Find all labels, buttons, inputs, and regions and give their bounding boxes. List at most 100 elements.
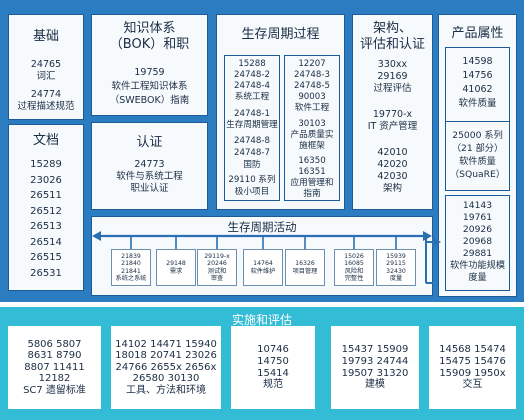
- standard-line: 生存周期管理: [226, 120, 278, 130]
- standard-line: 29110 系列: [228, 175, 276, 185]
- standard-line: 15288: [238, 59, 266, 69]
- implementation-line: 14568 15474: [439, 344, 506, 356]
- implementation-line: 15909 1950x: [439, 367, 506, 379]
- standard-line: 26514: [30, 236, 62, 248]
- lifecycle-activity-line: 21841: [121, 267, 141, 275]
- lifecycle-activity-line: 14764: [253, 260, 273, 268]
- lifecycle-connector-arrows: [92, 231, 441, 284]
- standard-line: 15289: [30, 159, 62, 170]
- implementation-line: 14102 14471 15940: [115, 338, 217, 350]
- lifecycle-activity-line: 软件维护: [250, 267, 276, 275]
- standard-line: 24748-4: [234, 81, 270, 91]
- implementation-line: 14750: [257, 355, 289, 367]
- certification-title: 认证: [136, 135, 163, 150]
- standard-line: 19759: [134, 67, 165, 78]
- standard-line: 24748-2: [234, 70, 270, 80]
- standard-line: 职业认证: [130, 183, 169, 194]
- lifecycle-activity-line: 度量: [389, 274, 403, 282]
- lifecycle-processes-title: 生存周期过程: [241, 27, 320, 42]
- lifecycle-activity-line: 审查: [210, 274, 224, 282]
- implementation-line: 10746: [257, 344, 289, 356]
- standard-line: 20926: [462, 224, 493, 235]
- implementation-line: 规范: [263, 379, 283, 391]
- standard-line: 20968: [462, 236, 493, 247]
- standard-line: 330xx: [377, 59, 408, 70]
- implementation-line: 19793 24744: [341, 355, 409, 367]
- lifecycle-activity-line: 项目管理: [292, 267, 318, 275]
- implementation-line: 交互: [462, 379, 483, 391]
- standard-line: IT 资产管理: [367, 121, 418, 132]
- lifecycle-activity-line: 29148: [166, 260, 186, 268]
- standard-line: 词汇: [36, 71, 56, 82]
- standard-line: 系统工程: [234, 92, 270, 102]
- implementation-title: 实施和评估: [231, 313, 292, 327]
- bok-title: 知识体系 （BOK）和职: [109, 21, 190, 52]
- implementation-line: 24766 2655x 2656x: [115, 361, 217, 373]
- standard-line: 42010: [377, 147, 408, 158]
- standard-line: 软件工程知识体系: [111, 81, 188, 92]
- standard-line: （SQuaRE）: [449, 169, 506, 180]
- lifecycle-activity-line: 32430: [386, 267, 406, 275]
- standard-line: 24765: [30, 59, 62, 70]
- implementation-line: 15414: [257, 367, 289, 379]
- implementation-line: 19507 31320: [341, 367, 409, 379]
- product-attributes-title: 产品属性: [451, 26, 504, 41]
- standard-line: 架构: [382, 183, 402, 194]
- standard-line: 软件与系统工程: [116, 171, 183, 182]
- lifecycle-activity-line: 风险和: [344, 267, 364, 275]
- standard-line: 14143: [462, 200, 493, 211]
- implementation-line: 15475 15476: [439, 355, 506, 367]
- standard-line: 19761: [462, 212, 493, 223]
- implementation-line: 8807 11411: [24, 361, 85, 373]
- implementation-line: 建模: [365, 379, 385, 391]
- implementation-line: 12182: [38, 373, 71, 385]
- lifecycle-activity-line: 29115: [386, 260, 406, 268]
- standard-line: 过程评估: [373, 83, 412, 94]
- standard-line: 指南: [303, 189, 321, 199]
- standard-line: 软件功能规模: [449, 260, 506, 271]
- architecture-title: 架构、 评估和认证: [359, 21, 425, 52]
- lifecycle-activity-line: 15939: [386, 252, 406, 260]
- standard-line: 24748-8: [234, 136, 270, 146]
- standard-line: 30103: [298, 119, 326, 129]
- standard-line: 24774: [30, 89, 62, 100]
- lifecycle-activity-line: 16085: [344, 260, 364, 268]
- standard-line: 产品质量实: [290, 130, 334, 140]
- documentation-title: 文档: [32, 133, 59, 148]
- standard-line: 软件质量: [459, 156, 496, 167]
- standard-line: 90003: [298, 92, 326, 102]
- lifecycle-activity-line: 需求: [169, 267, 183, 275]
- standard-line: 25000 系列: [452, 130, 503, 141]
- standard-line: 应用管理和: [290, 178, 334, 188]
- standard-line: 26515: [30, 252, 62, 263]
- implementation-line: 15437 15909: [341, 344, 409, 356]
- standard-line: 12207: [298, 59, 326, 69]
- standard-line: 29881: [462, 248, 493, 259]
- implementation-line: 5806 5807: [27, 338, 82, 350]
- standard-line: 26511: [30, 190, 62, 201]
- implementation-line: SC7 遗留标准: [23, 384, 86, 396]
- standard-line: 42020: [377, 159, 408, 170]
- implementation-line: 18018 20741 23026: [115, 350, 217, 362]
- standard-line: 度量: [468, 272, 487, 283]
- lifecycle-activity-line: 系统之系统: [115, 274, 147, 282]
- activities-arrow-left-head: [92, 231, 101, 241]
- standard-line: 16350: [298, 156, 326, 166]
- activity-ticks: [130, 236, 397, 249]
- standard-line: 过程描述规范: [17, 101, 75, 112]
